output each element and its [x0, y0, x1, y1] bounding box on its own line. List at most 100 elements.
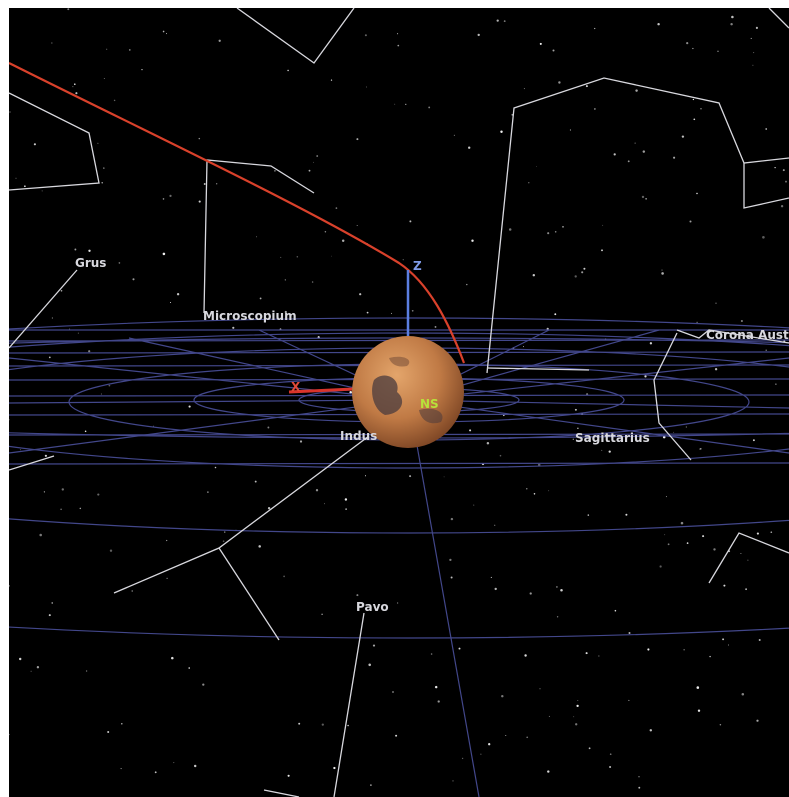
star: [188, 405, 191, 408]
star: [48, 356, 51, 359]
constellation-label-indus[interactable]: Indus: [340, 429, 377, 443]
star: [574, 275, 577, 278]
star: [109, 549, 113, 552]
star: [368, 663, 371, 667]
star: [601, 449, 603, 451]
star: [19, 449, 21, 451]
constellation-label-microscopium[interactable]: Microscopium: [203, 309, 297, 323]
star: [51, 602, 53, 604]
star: [36, 666, 40, 669]
star: [409, 475, 412, 478]
star: [394, 103, 396, 105]
star: [755, 26, 758, 29]
star: [714, 368, 718, 371]
star: [587, 514, 590, 516]
star: [113, 99, 116, 102]
star: [753, 52, 755, 54]
mars-planet[interactable]: [352, 336, 464, 448]
star: [344, 498, 348, 501]
star: [267, 507, 271, 510]
sky-canvas[interactable]: Z X NS Grus Microscopium Corona Aust Ind…: [9, 8, 789, 797]
star: [397, 33, 399, 35]
star: [628, 699, 630, 701]
star: [390, 312, 393, 314]
star: [308, 169, 311, 172]
x-axis-label: X: [291, 380, 301, 394]
star: [609, 753, 612, 756]
star: [529, 592, 532, 595]
star: [44, 454, 48, 457]
star: [24, 185, 26, 188]
star: [97, 493, 100, 496]
star: [335, 207, 338, 209]
star: [641, 195, 645, 199]
star: [466, 283, 468, 286]
star: [685, 426, 687, 428]
star: [727, 644, 730, 646]
star: [101, 182, 103, 184]
star: [756, 532, 759, 535]
star: [15, 177, 17, 179]
star: [79, 507, 82, 510]
mars-surface-dark-region: [372, 375, 403, 415]
star: [588, 747, 591, 750]
star: [365, 86, 367, 88]
star: [324, 231, 327, 233]
star: [48, 614, 51, 617]
star: [661, 269, 663, 271]
star: [661, 272, 664, 275]
star: [526, 488, 528, 490]
star: [713, 548, 716, 551]
constellation-label-grus[interactable]: Grus: [75, 256, 106, 270]
constellation-lines: [9, 8, 789, 797]
star: [667, 543, 670, 546]
star: [330, 79, 333, 81]
star: [176, 293, 180, 296]
star: [539, 42, 542, 45]
star: [686, 42, 689, 45]
star: [750, 37, 752, 39]
star: [443, 476, 445, 478]
star: [60, 508, 62, 511]
star: [315, 489, 319, 492]
star: [638, 786, 641, 789]
y-axis-marker: NS: [420, 397, 439, 411]
star: [430, 653, 433, 655]
star: [574, 408, 577, 411]
star: [722, 638, 725, 641]
star: [547, 770, 550, 773]
star: [730, 22, 733, 26]
x-axis: [288, 387, 355, 394]
star: [316, 155, 319, 157]
star: [280, 256, 282, 258]
star: [106, 48, 108, 50]
star: [9, 419, 10, 421]
star: [573, 716, 575, 718]
star: [453, 134, 455, 136]
star: [499, 454, 502, 457]
constellation-label-sagittarius[interactable]: Sagittarius: [575, 431, 650, 445]
space-view[interactable]: Z X NS Grus Microscopium Corona Aust Ind…: [9, 8, 789, 797]
star: [774, 166, 776, 169]
star: [696, 192, 698, 195]
constellation-label-corona-australis[interactable]: Corona Aust: [706, 328, 789, 342]
star: [547, 232, 550, 235]
star: [681, 135, 685, 138]
star: [169, 194, 172, 198]
star: [554, 231, 557, 233]
constellation-label-pavo[interactable]: Pavo: [356, 600, 389, 614]
mars-surface-dark-region: [389, 356, 410, 367]
star: [627, 160, 630, 163]
star: [740, 552, 742, 555]
star: [198, 137, 201, 140]
star: [61, 488, 64, 491]
star: [471, 239, 474, 242]
star: [635, 89, 638, 92]
star: [166, 577, 168, 580]
star: [523, 346, 524, 348]
star: [490, 576, 492, 578]
star: [702, 535, 705, 538]
star: [709, 655, 711, 658]
star: [548, 490, 550, 492]
star: [132, 278, 135, 281]
